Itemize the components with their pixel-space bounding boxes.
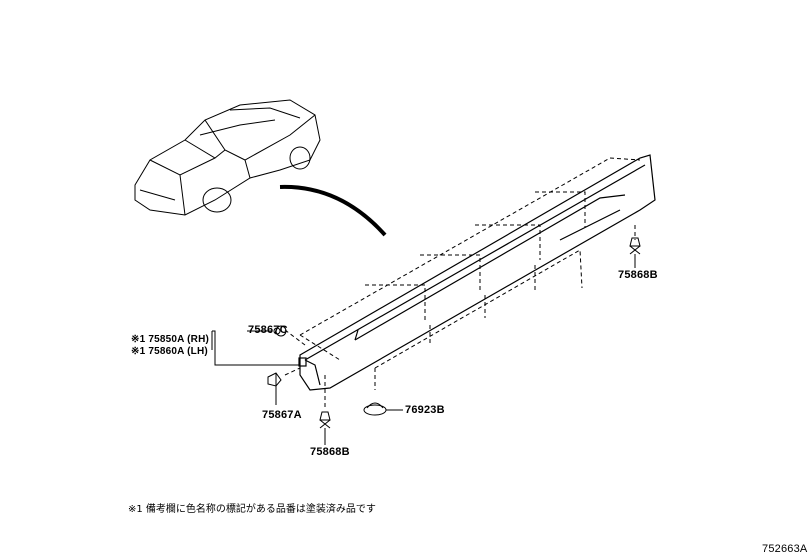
leader-lines bbox=[211, 330, 299, 366]
callout-75867A: 75867A bbox=[262, 409, 302, 421]
callout-75850A-rh: ※1 75850A (RH) bbox=[131, 334, 210, 345]
bolt-75868B-upper-icon bbox=[629, 237, 641, 268]
illustration-id: 752663A bbox=[762, 543, 808, 555]
callout-75868B-upper: 75868B bbox=[618, 269, 658, 281]
bolt-75868B-lower-icon bbox=[319, 411, 331, 445]
phantom-outline bbox=[284, 157, 641, 410]
clip-75867C-icon bbox=[273, 325, 287, 337]
cap-76923B-icon bbox=[363, 402, 403, 416]
location-arrow bbox=[279, 184, 387, 237]
callout-75868B-lower: 75868B bbox=[310, 446, 350, 458]
rocker-panel bbox=[298, 154, 656, 391]
callout-76923B: 76923B bbox=[405, 404, 445, 416]
callout-75860A-lh: ※1 75860A (LH) bbox=[131, 346, 208, 357]
clip-75867A-icon bbox=[267, 372, 282, 405]
car-illustration bbox=[134, 99, 321, 216]
callout-75867C: 75867C bbox=[248, 324, 288, 336]
footnote: ※1 備考欄に色名称の標記がある品番は塗装済み品です bbox=[128, 504, 376, 515]
